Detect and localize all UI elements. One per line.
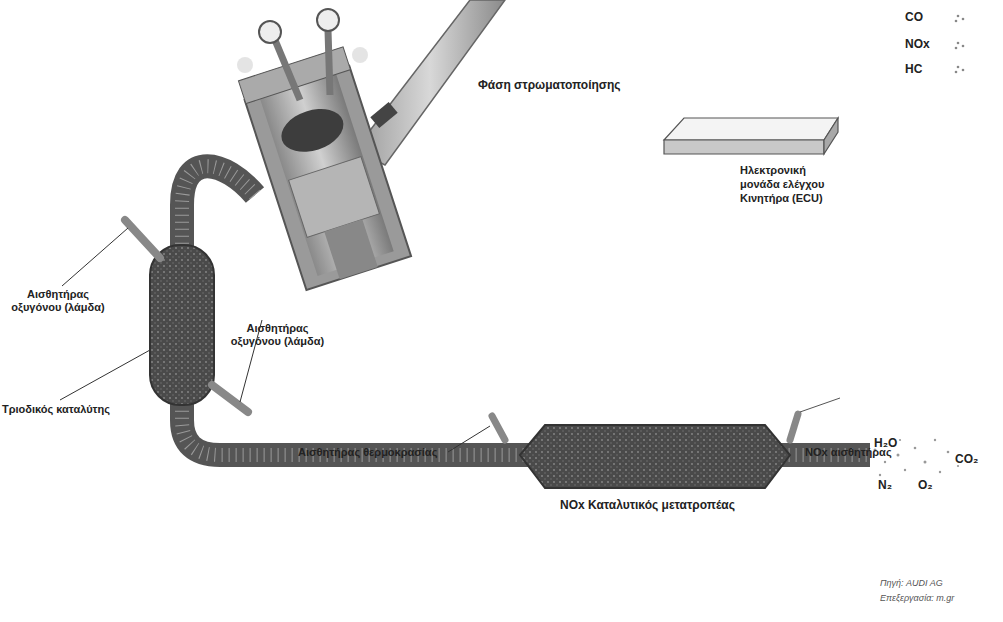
lambda-sensor [125, 220, 160, 258]
part-label: Τριοδικός καταλύτης [2, 403, 110, 416]
sensor-label: Αισθητήρας οξυγόνου (λάμδα) [2, 288, 114, 314]
pollutant-symbols [955, 15, 965, 74]
nox-sensor [790, 414, 798, 440]
ecu-box [662, 112, 844, 160]
part-label: NOx Καταλυτικός μετατροπέας [560, 498, 735, 512]
nox-converter [520, 425, 790, 488]
temperature-sensor [492, 416, 505, 440]
injectors [237, 9, 398, 128]
phase-label: Φάση στρωματοποίησης [478, 78, 621, 92]
gas-label: N₂ [878, 478, 892, 492]
gas-label: CO₂ [955, 452, 978, 466]
pollutant-label: CO [905, 10, 923, 24]
gas-label: H₂O [874, 436, 897, 450]
lambda-sensor [212, 385, 248, 412]
ecu-unit: Ηλεκτρονική μονάδα ελέγχου Κινητήρα (ECU… [662, 112, 844, 209]
sensor-wire [800, 398, 840, 412]
source-note: Πηγή: AUDI AG [880, 578, 943, 589]
sensor-label: Αισθητήρας θερμοκρασίας [298, 446, 437, 459]
gas-label: O₂ [918, 478, 933, 492]
leader-lines [60, 228, 490, 452]
pollutant-label: NOx [905, 37, 930, 51]
ecu-label: Ηλεκτρονική μονάδα ελέγχου Κινητήρα (ECU… [740, 164, 842, 205]
engine-cylinder [238, 47, 411, 290]
sensor-label: Αισθητήρας οξυγόνου (λάμδα) [225, 322, 330, 348]
three-way-catalyst [150, 245, 214, 405]
pollutant-label: HC [905, 62, 922, 76]
source-note: Επεξεργασία: m.gr [880, 593, 954, 604]
